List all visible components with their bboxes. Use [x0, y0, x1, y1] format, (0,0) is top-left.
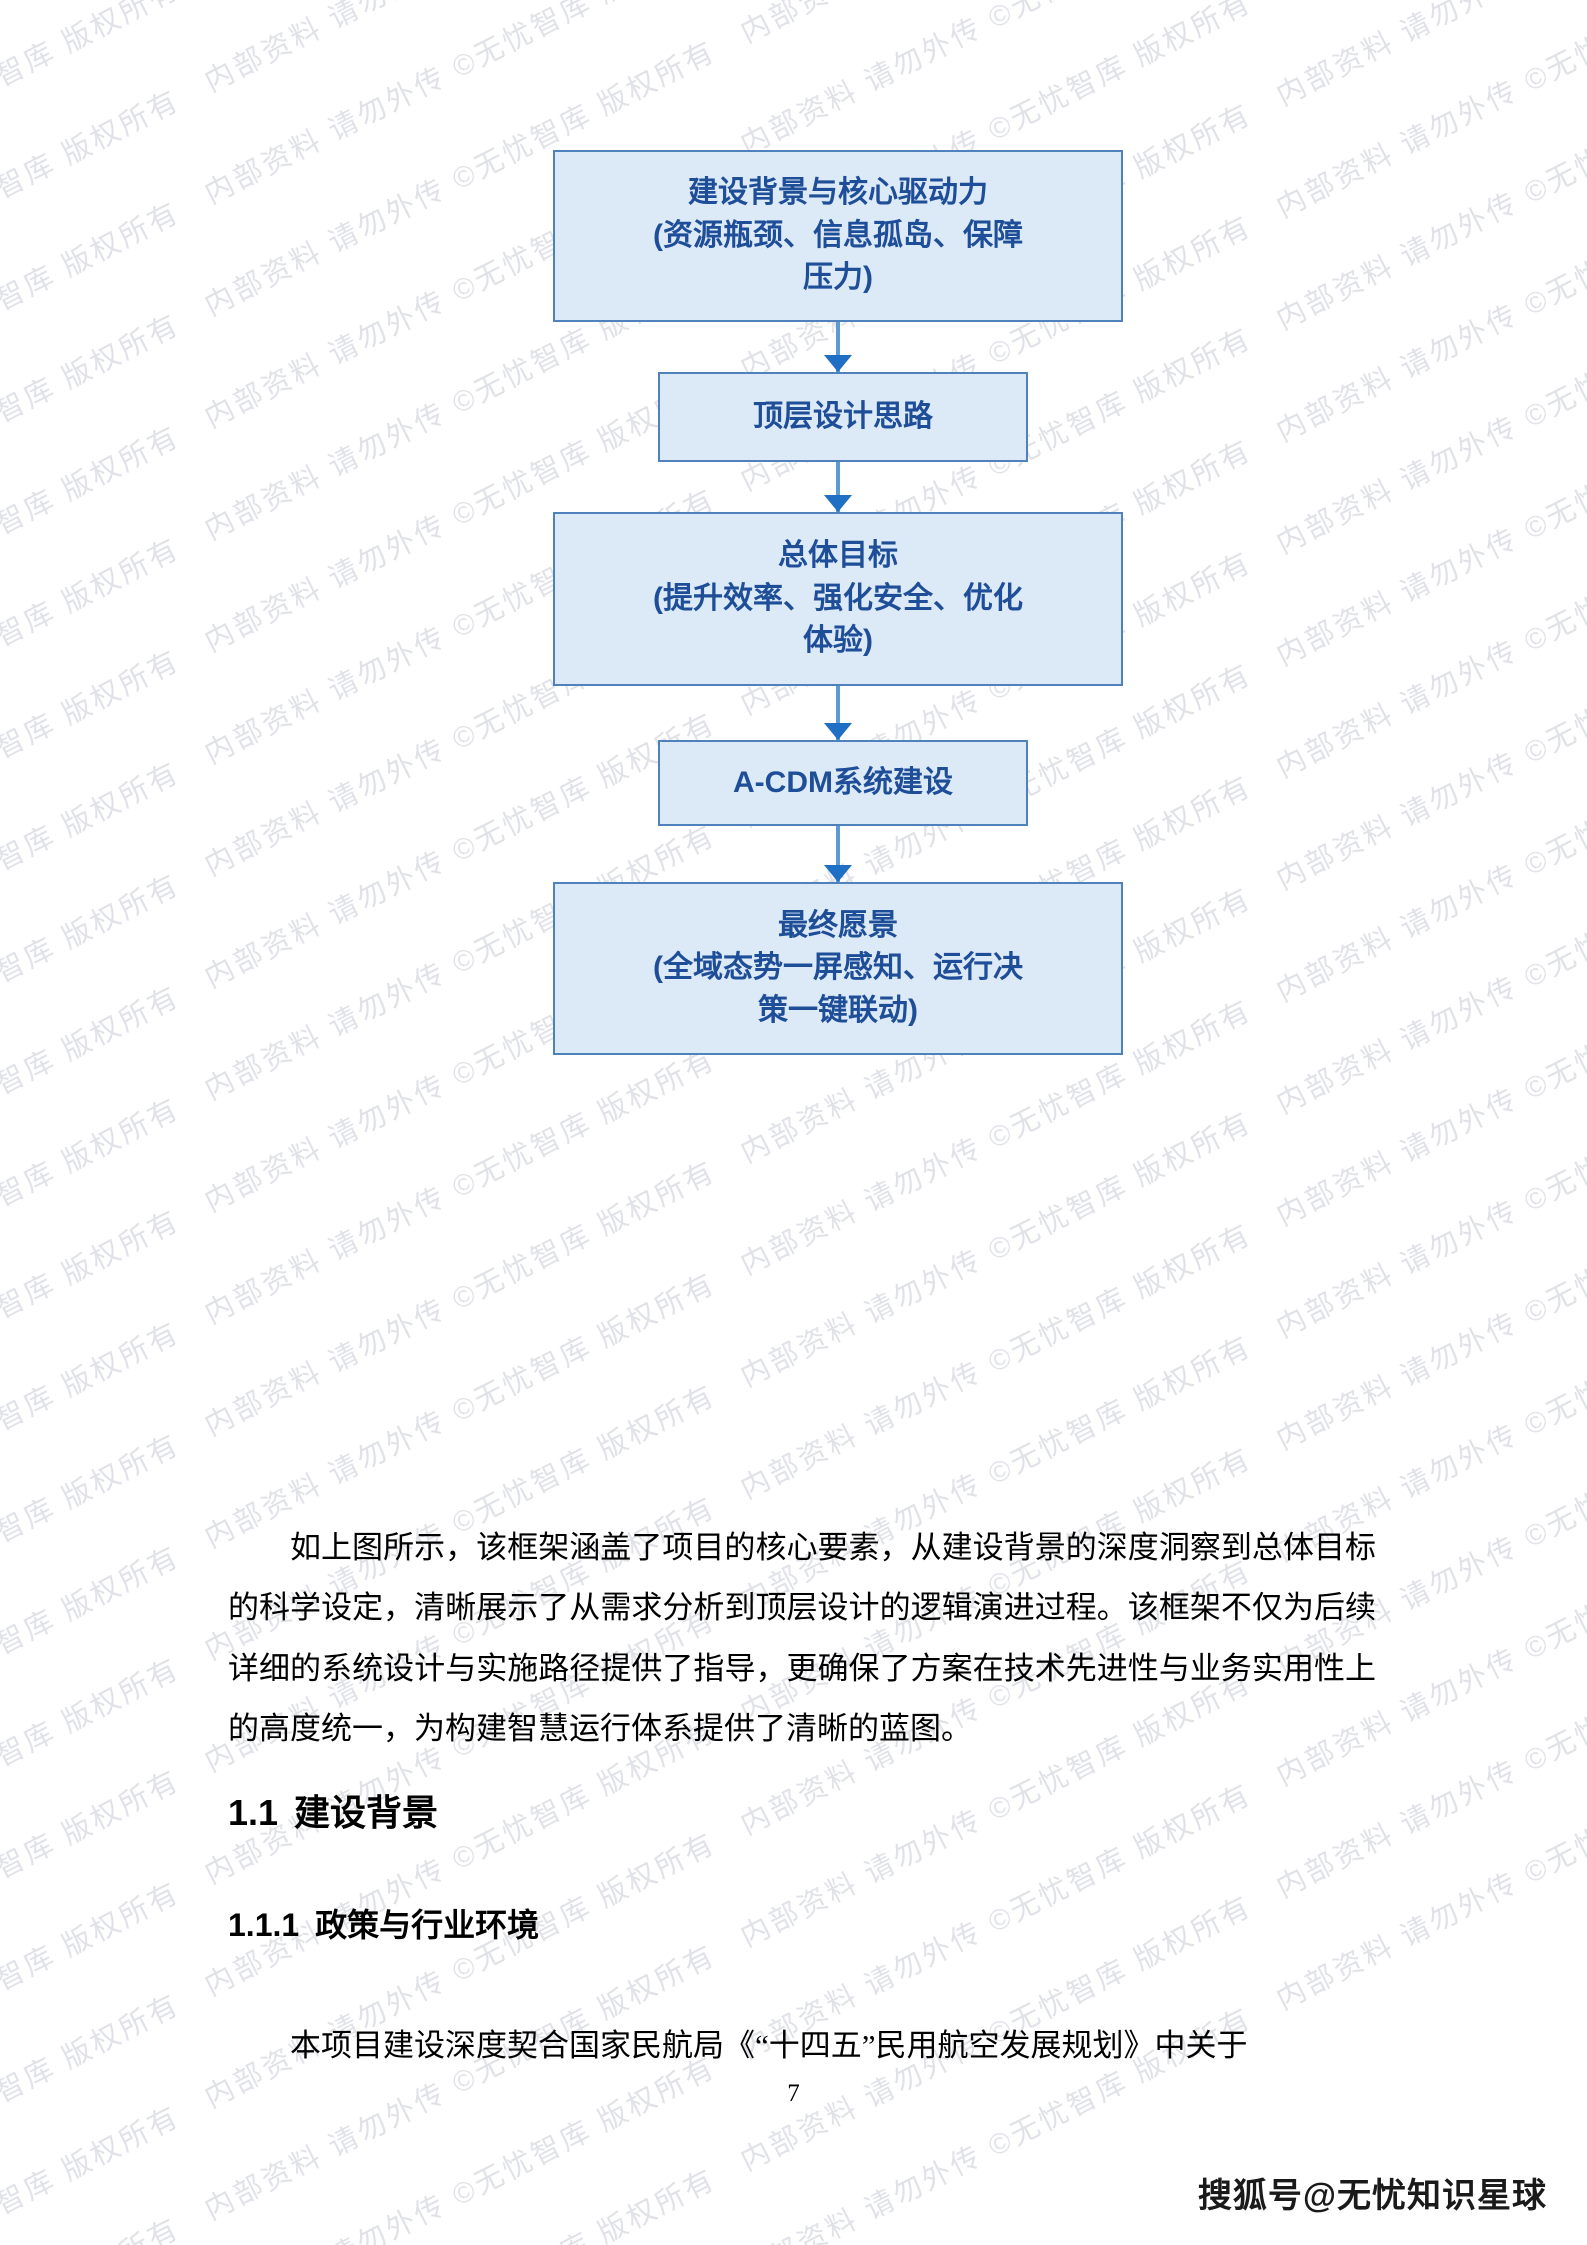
heading-number: 1.1	[228, 1792, 279, 1833]
flow-box-line: 建设背景与核心驱动力	[688, 176, 988, 210]
arrow-head-icon-3	[824, 723, 852, 740]
flow-box-line: 体验)	[803, 624, 873, 658]
body-paragraph-2: 本项目建设深度契合国家民航局《“十四五”民用航空发展规划》中关于	[290, 2028, 1248, 2063]
arrow-head-icon-2	[824, 495, 852, 512]
framework-flowchart: 建设背景与核心驱动力 (资源瓶颈、信息孤岛、保障 压力) 顶层设计思路 总体目标…	[0, 140, 1587, 1470]
flow-box-text: 顶层设计思路	[739, 396, 947, 439]
heading-title: 政策与行业环境	[315, 1907, 540, 1943]
connector-line-4	[836, 826, 840, 882]
body-paragraph-1: 如上图所示，该框架涵盖了项目的核心要素，从建设背景的深度洞察到总体目标的科学设定…	[228, 1530, 1376, 1747]
arrow-head-icon-1	[824, 355, 852, 372]
flow-box-line: 总体目标	[778, 539, 898, 573]
flow-box-line: 压力)	[803, 261, 873, 295]
flow-box-acdm-system: A-CDM系统建设	[658, 740, 1028, 826]
flow-box-line: (全域态势一屏感知、运行决	[653, 951, 1023, 985]
flow-box-text: 最终愿景 (全域态势一屏感知、运行决 策一键联动)	[639, 905, 1037, 1033]
heading-number: 1.1.1	[228, 1907, 300, 1943]
flow-box-final-vision: 最终愿景 (全域态势一屏感知、运行决 策一键联动)	[553, 882, 1123, 1055]
flow-box-top-level-design: 顶层设计思路	[658, 372, 1028, 462]
flow-box-text: 总体目标 (提升效率、强化安全、优化 体验)	[639, 535, 1037, 663]
flow-box-background-drivers: 建设背景与核心驱动力 (资源瓶颈、信息孤岛、保障 压力)	[553, 150, 1123, 322]
flow-box-line: 顶层设计思路	[753, 399, 933, 433]
heading-title: 建设背景	[294, 1792, 439, 1833]
connector-line-2	[836, 462, 840, 512]
flow-box-text: A-CDM系统建设	[719, 762, 967, 805]
heading-section-1-1-1: 1.1.1 政策与行业环境	[228, 1900, 539, 1946]
flow-box-text: 建设背景与核心驱动力 (资源瓶颈、信息孤岛、保障 压力)	[639, 172, 1037, 300]
heading-section-1-1: 1.1 建设背景	[228, 1784, 438, 1836]
connector-line-1	[836, 322, 840, 372]
page-number: 7	[787, 2080, 800, 2107]
flow-box-overall-goals: 总体目标 (提升效率、强化安全、优化 体验)	[553, 512, 1123, 686]
flow-box-line: A-CDM系统建设	[733, 765, 953, 799]
footer-watermark: 搜狐号@无忧知识星球	[1197, 2177, 1547, 2215]
flow-box-line: (资源瓶颈、信息孤岛、保障	[653, 218, 1023, 252]
arrow-head-icon-4	[824, 865, 852, 882]
flow-box-line: 策一键联动)	[758, 993, 918, 1027]
flow-box-line: (提升效率、强化安全、优化	[653, 581, 1023, 615]
flow-box-line: 最终愿景	[778, 908, 898, 942]
connector-line-3	[836, 686, 840, 740]
